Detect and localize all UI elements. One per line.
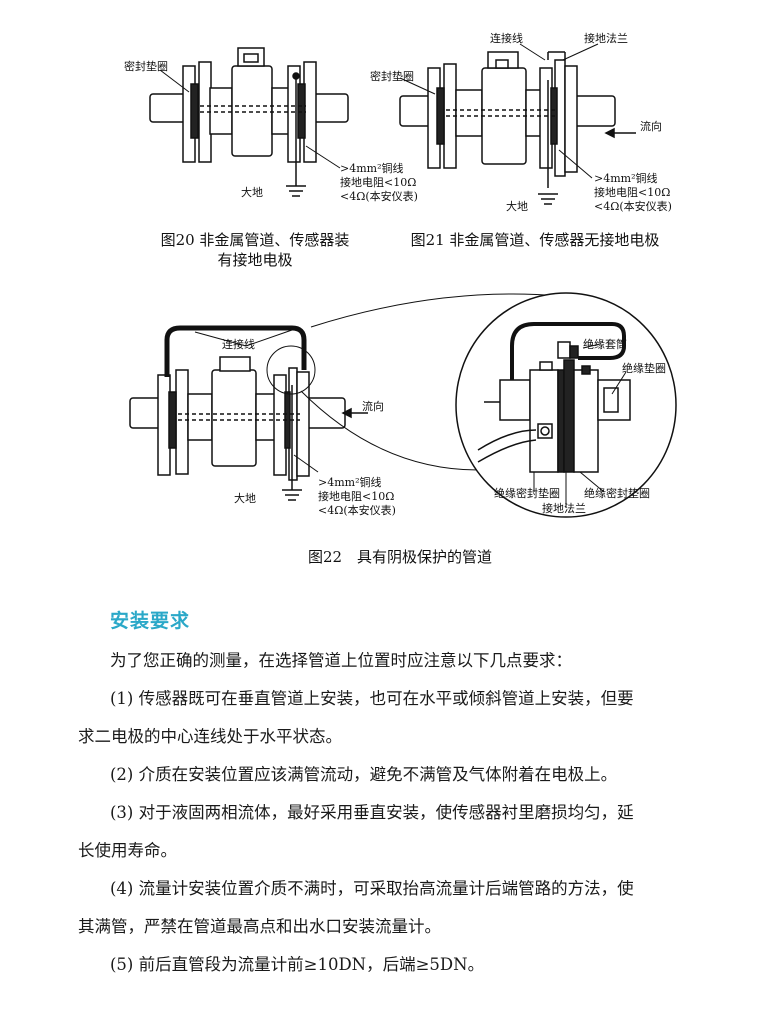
item5: (5) 前后直管段为流量计前≥10DN，后端≥5DN。 — [110, 955, 485, 974]
intro-paragraph: 为了您正确的测量，在选择管道上位置时应注意以下几点要求： — [110, 651, 572, 670]
fig21-flange-label: 接地法兰 — [584, 31, 628, 45]
fig21-ground-label: 大地 — [506, 199, 528, 213]
fig21-meter-label: <4Ω(本安仪表) — [594, 199, 672, 213]
fig21-connector-label: 连接线 — [490, 31, 523, 45]
fig22-ground-label: 大地 — [234, 491, 256, 505]
fig20-resistance-label: 接地电阻<10Ω — [340, 176, 416, 189]
fig22-meter-label: <4Ω(本安仪表) — [318, 503, 396, 517]
figure22-caption: 图22 具有阴极保护的管道 — [307, 548, 493, 566]
fig22-connector-label: 连接线 — [222, 337, 255, 351]
fig22-wire-label: >4mm²铜线 — [318, 475, 382, 489]
figure20-caption: 图20 非金属管道、传感器装 有接地电极 — [140, 230, 370, 270]
item1-line2: 求二电极的中心连线处于水平状态。 — [78, 727, 342, 746]
fig22-insul-seal-left-label: 绝缘密封垫圈 — [494, 486, 560, 500]
fig20-gasket-label: 密封垫圈 — [124, 59, 168, 73]
fig20-meter-label: <4Ω(本安仪表) — [340, 189, 418, 203]
fig22-resistance-label: 接地电阻<10Ω — [318, 490, 394, 503]
fig22-flange-label: 接地法兰 — [542, 501, 586, 515]
fig21-wire-label: >4mm²铜线 — [594, 171, 658, 185]
fig21-resistance-label: 接地电阻<10Ω — [594, 186, 670, 199]
fig20-wire-label: >4mm²铜线 — [340, 161, 404, 175]
fig22-sleeve-label: 绝缘套筒 — [583, 337, 627, 351]
fig22-flow-label: 流向 — [362, 399, 384, 413]
item3-line1: (3) 对于液固两相流体，最好采用垂直安装，使传感器衬里磨损均匀，延 — [110, 803, 634, 822]
figure20-caption-line1: 图20 非金属管道、传感器装 — [160, 231, 350, 249]
item1-line1: (1) 传感器既可在垂直管道上安装，也可在水平或倾斜管道上安装，但要 — [110, 689, 634, 708]
fig22-insul-gasket-label: 绝缘垫圈 — [622, 361, 666, 375]
figure22-drawing — [129, 292, 677, 518]
section-title: 安装要求 — [110, 610, 191, 632]
item4-line1: (4) 流量计安装位置介质不满时，可采取抬高流量计后端管路的方法，使 — [110, 879, 634, 898]
item4-line2: 其满管，严禁在管道最高点和出水口安装流量计。 — [78, 917, 441, 936]
figure20-drawing — [149, 47, 349, 197]
section-body: 为了您正确的测量，在选择管道上位置时应注意以下几点要求： (1) 传感器既可在垂… — [78, 642, 728, 984]
item3-line2: 长使用寿命。 — [78, 841, 177, 860]
installation-diagrams: 密封垫圈 >4mm²铜线 接地电阻<10Ω <4Ω(本安仪表) 大地 连接线 接… — [124, 31, 677, 518]
item2: (2) 介质在安装位置应该满管流动，避免不满管及气体附着在电极上。 — [110, 765, 618, 784]
figure21-drawing — [399, 43, 636, 205]
figure20-caption-line2: 有接地电极 — [217, 251, 293, 269]
figure21-caption: 图21 非金属管道、传感器无接地电极 — [410, 231, 660, 249]
fig20-ground-label: 大地 — [241, 185, 263, 199]
fig21-flow-label: 流向 — [640, 119, 662, 133]
fig21-gasket-label: 密封垫圈 — [370, 69, 414, 83]
fig22-insul-seal-right-label: 绝缘密封垫圈 — [584, 486, 650, 500]
